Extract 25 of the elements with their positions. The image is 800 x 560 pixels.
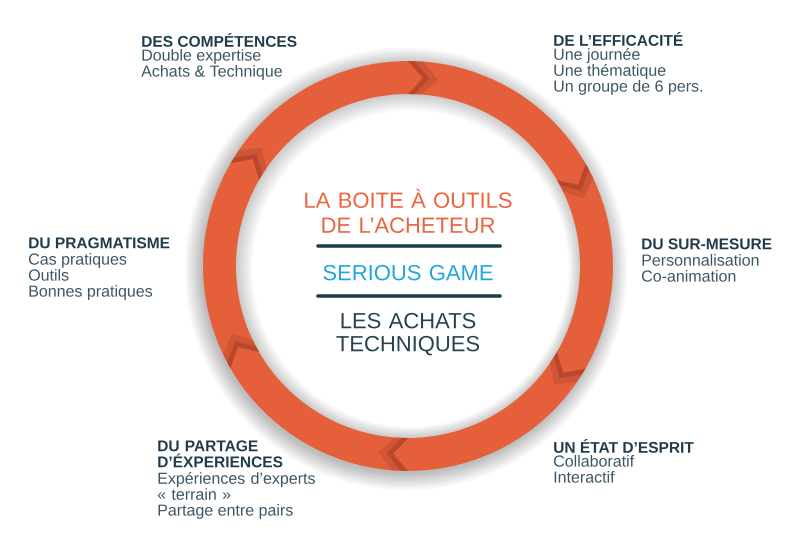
feature-heading: DU PRAGMATISME xyxy=(29,237,170,248)
feature-heading: DU PARTAGE D’ÉXPERIENCES xyxy=(158,440,282,468)
feature-item: Un groupe de 6 pers. xyxy=(554,80,702,95)
feature-item: Collaboratif xyxy=(554,455,634,467)
feature-item: Interactif xyxy=(554,471,615,483)
feature-item: Une journée xyxy=(554,48,640,64)
feature-heading: DES COMPÉTENCES xyxy=(142,33,296,47)
feature-item: Expériences d’experts « terrain » xyxy=(158,472,315,500)
feature-heading: DE L’EFFICACITÉ xyxy=(554,32,683,46)
feature-item: Double expertise xyxy=(142,49,261,64)
feature-item: Bonnes pratiques xyxy=(30,285,152,300)
feature-item: Une thématique xyxy=(554,64,666,80)
title-text: LA BOITE À OUTILS DE L’ACHETEUR xyxy=(305,188,512,233)
arrow-segment xyxy=(203,159,260,368)
feature-item: Personnalisation xyxy=(642,254,758,266)
feature-heading: UN ÉTAT D’ESPRIT xyxy=(554,439,694,453)
arrow-segment xyxy=(556,164,613,373)
subtitle-text: LES ACHATS TECHNIQUES xyxy=(336,312,480,356)
feature-heading: DU SUR-MESURE xyxy=(642,238,772,250)
feature-item: Co-animation xyxy=(642,270,736,282)
feature-item: Cas pratiques xyxy=(29,253,126,268)
feature-item: Achats & Technique xyxy=(141,65,282,80)
feature-item: Partage entre pairs xyxy=(158,504,293,519)
tagline-text: SERIOUS GAME xyxy=(323,264,493,280)
feature-item: Outils xyxy=(28,269,69,281)
